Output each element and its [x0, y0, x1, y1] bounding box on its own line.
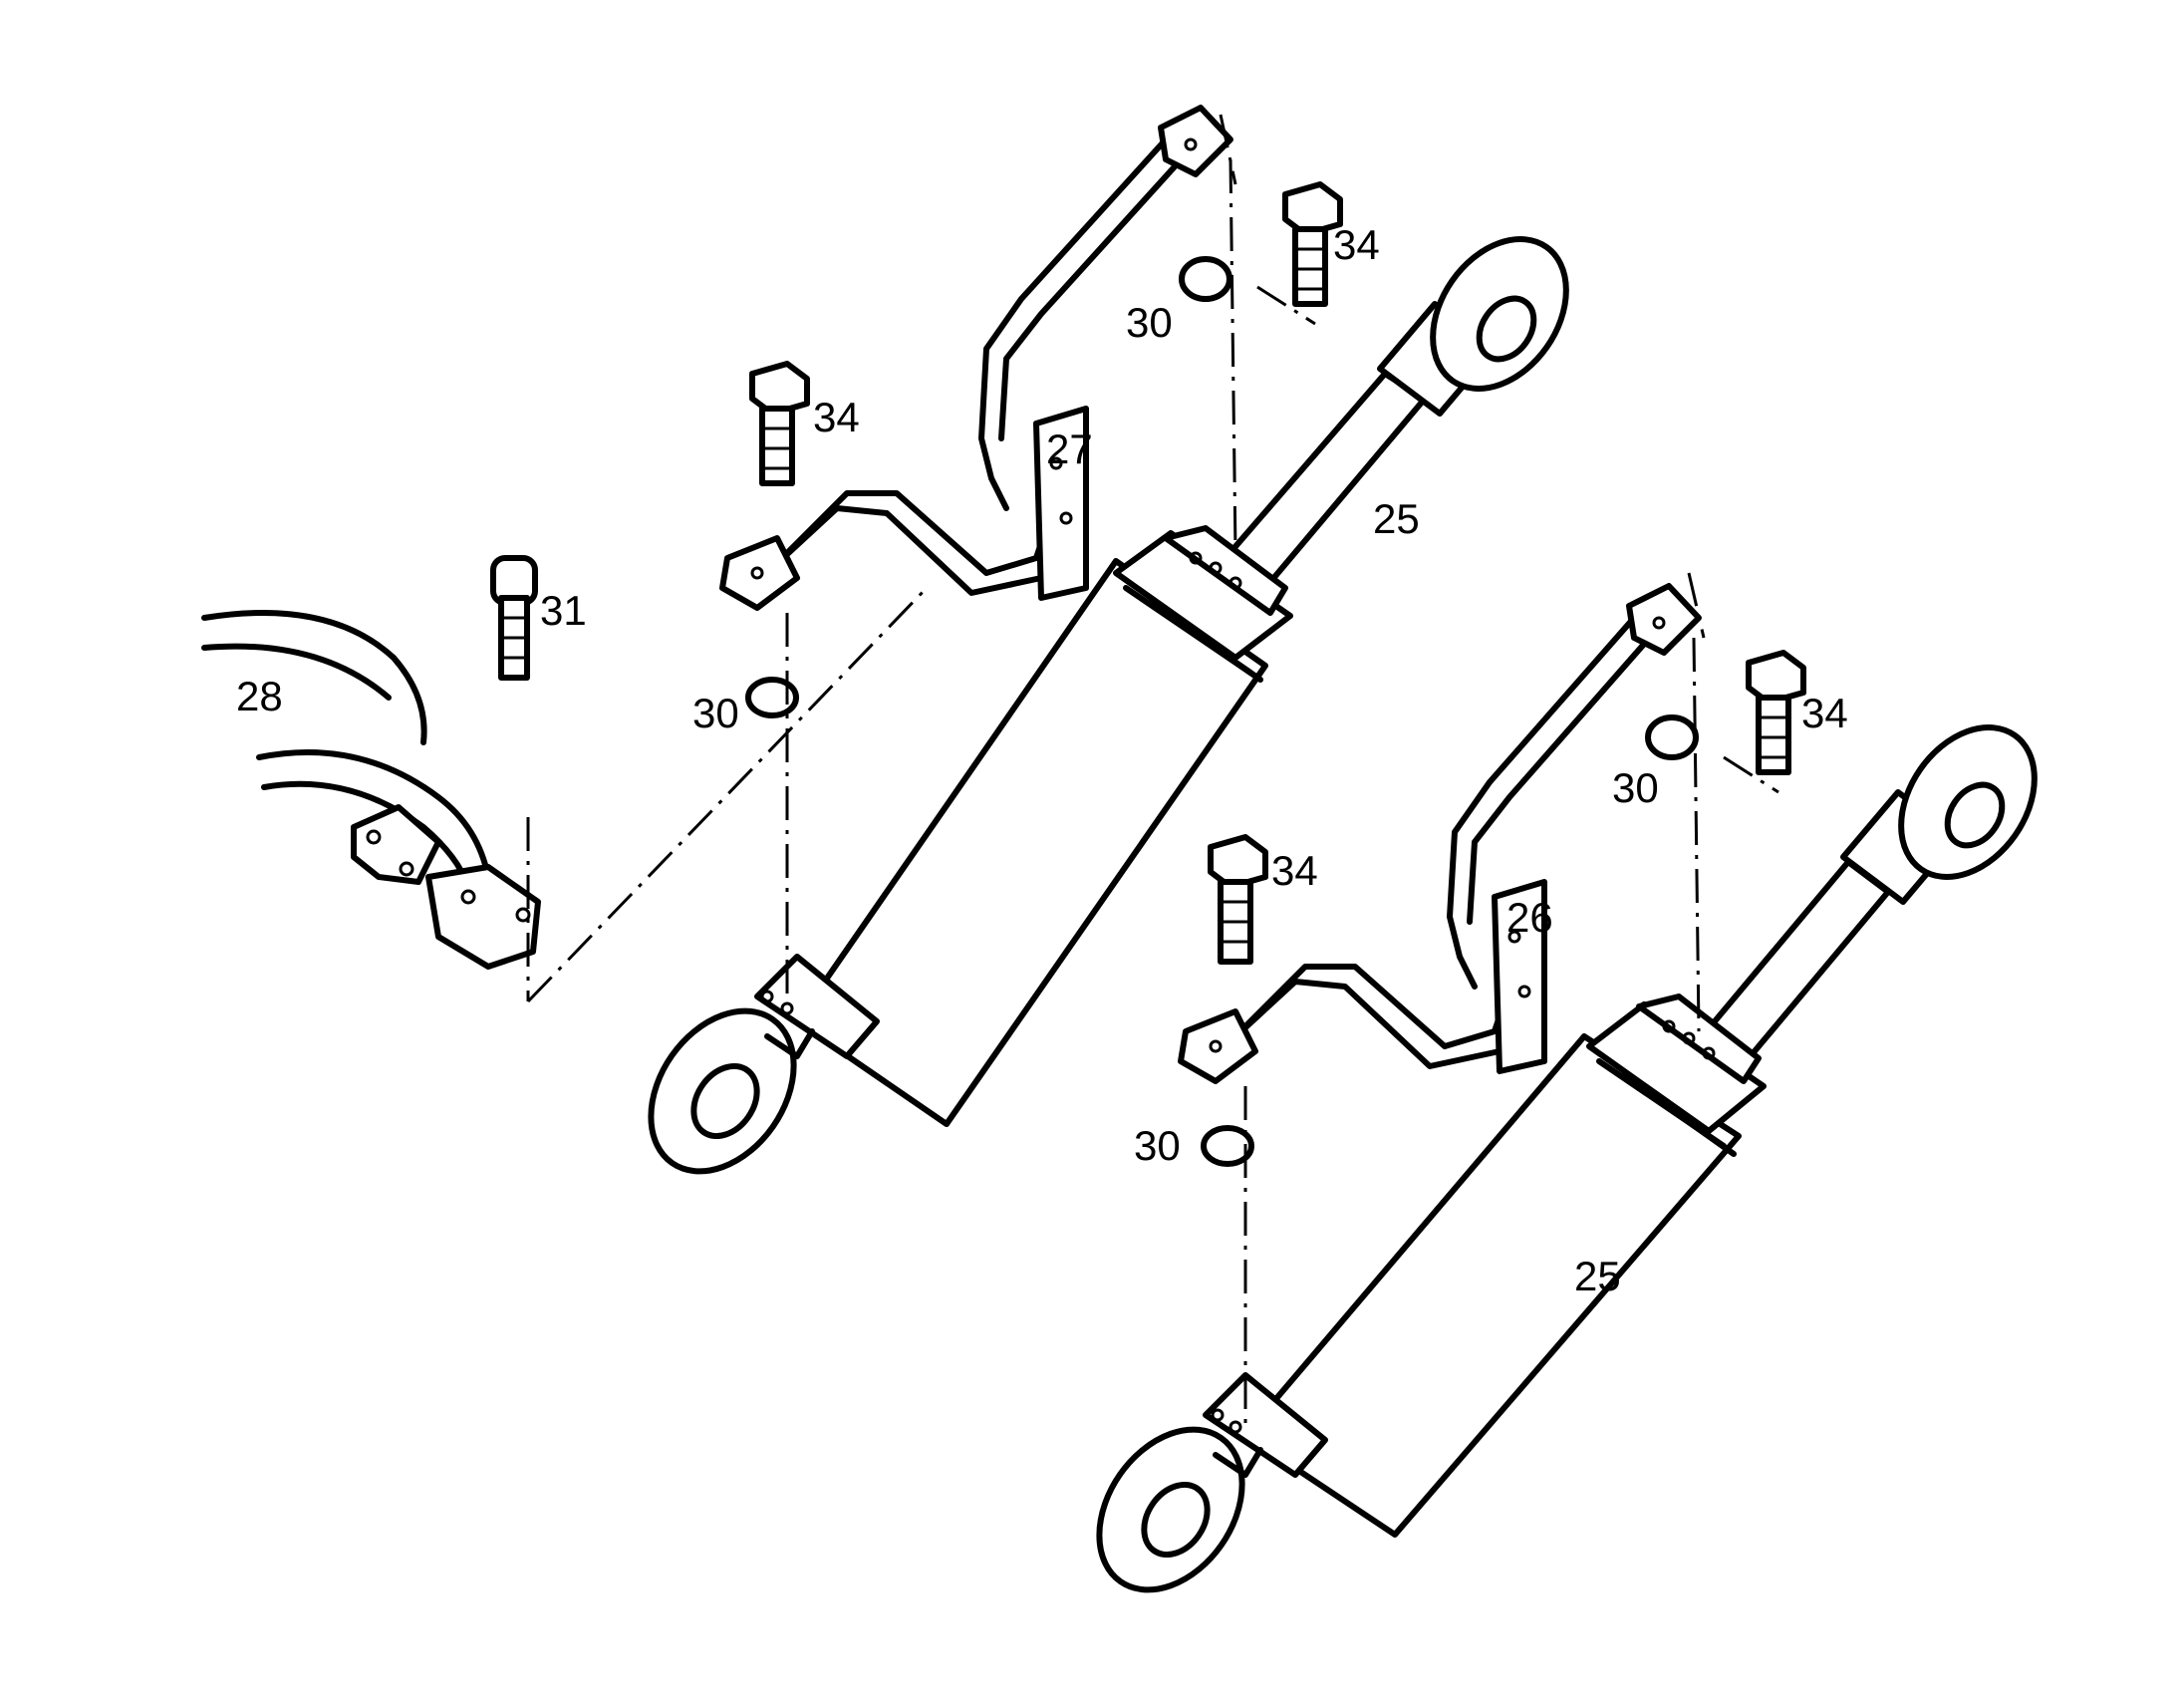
callout-26: 26 [1506, 894, 1553, 941]
washer-30-lower-left [1201, 1125, 1254, 1167]
callout-25-upper: 25 [1373, 495, 1420, 542]
hose-assembly-28 [201, 610, 541, 970]
callout-25-lower: 25 [1574, 1253, 1621, 1299]
pipe-assembly-27 [719, 105, 1233, 611]
callout-30-lower-left: 30 [1134, 1122, 1181, 1169]
callout-27: 27 [1046, 426, 1093, 472]
assembly-lines [526, 114, 1779, 1430]
hydraulic-cylinder-upper [648, 236, 1569, 1175]
callout-30-upper-right: 30 [1126, 299, 1173, 346]
bolt-34-upper-left [749, 361, 810, 486]
pipe-assembly-26 [1178, 583, 1702, 1084]
callout-34-upper-left: 34 [813, 394, 860, 440]
washer-30-lower-right [1645, 714, 1699, 760]
callout-34-upper-right: 34 [1333, 221, 1380, 268]
bolt-34-upper-right [1282, 181, 1343, 307]
callout-30-upper-left: 30 [692, 690, 739, 736]
hydraulic-cylinder-lower [1096, 724, 2038, 1593]
callout-30-lower-right: 30 [1612, 764, 1659, 811]
callout-31: 31 [540, 587, 587, 634]
washer-30-upper-right [1179, 256, 1232, 302]
bolt-34-lower-right [1746, 650, 1806, 775]
callout-28: 28 [236, 673, 283, 719]
washer-30-upper-left [745, 677, 799, 718]
cap-screw-31 [490, 555, 538, 681]
callout-34-lower-left: 34 [1271, 847, 1318, 894]
callout-34-lower-right: 34 [1801, 690, 1848, 736]
bolt-34-lower-left [1208, 834, 1268, 965]
